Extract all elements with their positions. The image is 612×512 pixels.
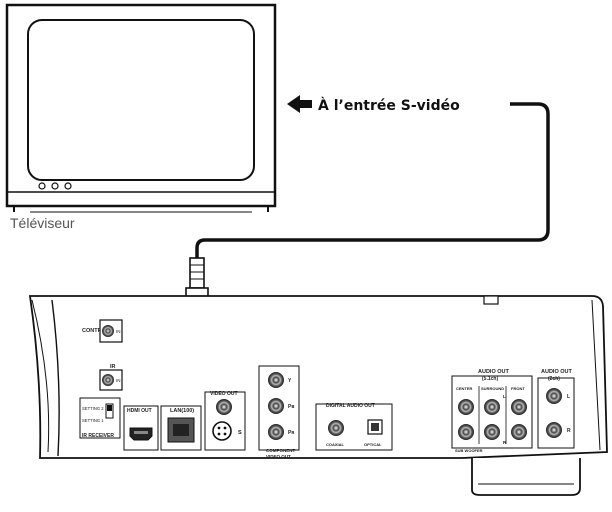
component-title-line2: VIDEO OUT [266, 454, 291, 459]
audio2ch-r-label: R [567, 428, 571, 434]
component-pb-label: Pʙ [288, 404, 294, 410]
subwoofer-label: SUB WOOFER [455, 448, 483, 453]
setting1-label: SETTING 1 [82, 418, 104, 423]
audio2ch-r-jack [546, 422, 562, 438]
front-r-jack [511, 424, 527, 440]
hdmi-out-label: HDMI OUT [127, 408, 152, 414]
ir-receiver-label: IR RECEIVER [82, 433, 114, 439]
control-in-jack [102, 325, 114, 337]
center-jack [458, 399, 474, 415]
surround-r-jack [484, 424, 500, 440]
television [5, 3, 277, 213]
optical-label: OPTICAL [364, 442, 382, 447]
tv-button-icon [51, 182, 59, 190]
lan-label: LAN(100) [170, 408, 194, 414]
control-label: CONTROL [82, 328, 110, 334]
front-label: FRONT [511, 386, 525, 391]
tv-caption: Téléviseur [10, 215, 75, 231]
s-video-cable [195, 102, 550, 260]
tv-button-icon [38, 182, 46, 190]
audio2ch-l-jack [546, 388, 562, 404]
ir-in-jack [102, 374, 114, 386]
audio51-r-label: R [503, 440, 507, 445]
control-in-label: IN [116, 329, 121, 334]
audio51-l-label: L [503, 394, 506, 399]
subwoofer-jack [458, 424, 474, 440]
component-pb-jack [268, 398, 284, 414]
component-y-label: Y [288, 378, 292, 384]
component-pr-jack [268, 424, 284, 440]
digital-audio-label: DIGITAL AUDIO OUT [326, 403, 375, 409]
s-video-label: S [238, 430, 242, 436]
surround-l-jack [484, 399, 500, 415]
center-label: CENTER [456, 386, 473, 391]
ir-receiver-switch [107, 405, 112, 411]
front-l-jack [511, 399, 527, 415]
ir-label: IR [110, 364, 116, 370]
callout-text: À l’entrée S-vidéo [318, 97, 460, 114]
ir-in-label: IN [116, 378, 121, 383]
coaxial-jack [328, 420, 344, 436]
component-pr-label: Pʀ [288, 430, 294, 436]
component-title-line1: COMPONENT [266, 448, 296, 453]
surround-label: SURROUND [481, 386, 504, 391]
setting2-label: SETTING 2 [82, 406, 104, 411]
audio51-title-line2: (5.1ch) [482, 376, 498, 382]
component-y-jack [268, 372, 284, 388]
composite-video-jack [216, 399, 232, 415]
audio2ch-title-line1: AUDIO OUT [541, 369, 573, 375]
coaxial-label: COAXIAL [326, 442, 345, 447]
arrow-left-icon [287, 95, 312, 113]
audio2ch-title-line2: (2ch) [548, 376, 560, 382]
tv-button-icon [64, 182, 72, 190]
callout: À l’entrée S-vidéo [287, 95, 460, 114]
audio51-title-line1: AUDIO OUT [478, 369, 510, 375]
audio2ch-l-label: L [567, 394, 570, 400]
s-video-jack [212, 421, 232, 441]
video-out-label: VIDEO OUT [210, 391, 238, 397]
